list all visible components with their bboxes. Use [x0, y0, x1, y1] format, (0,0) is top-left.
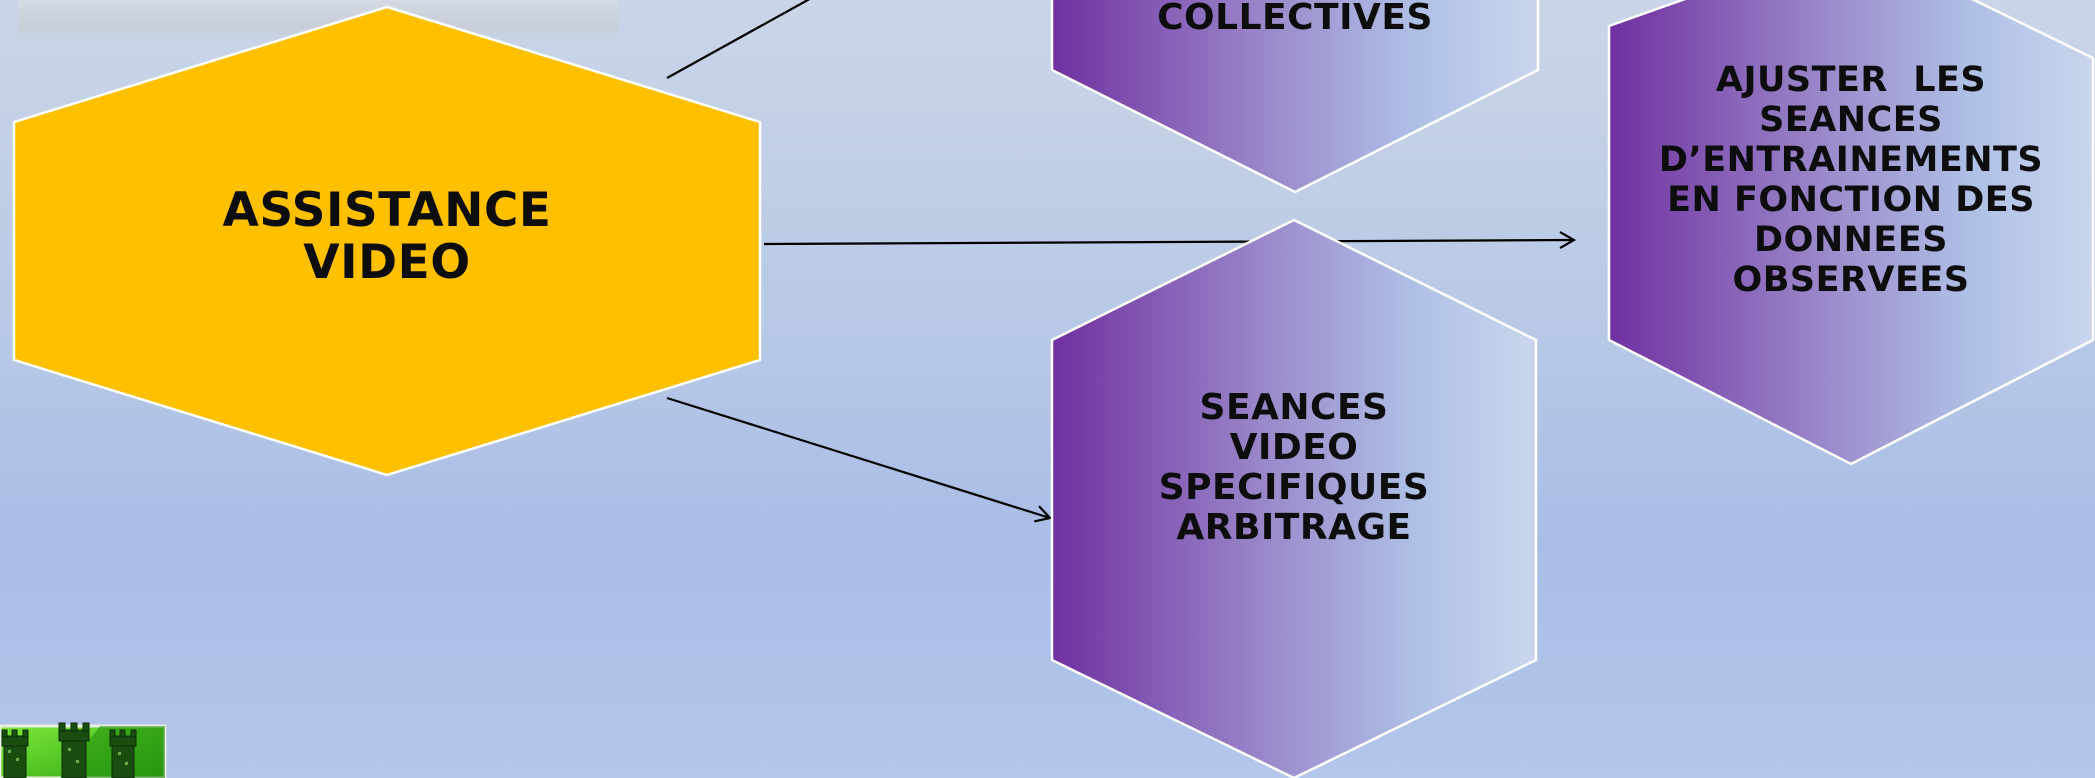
hex-text-line: VIDEO — [1229, 427, 1359, 468]
castle-towers-emblem-icon — [0, 722, 167, 778]
hex-text-line: OBSERVEES — [1732, 260, 1970, 300]
hexagon-seances-label: SEANCES VIDEO SPECIFIQUES ARBITRAGE — [1050, 388, 1538, 548]
hexagon-seances-video: SEANCES VIDEO SPECIFIQUES ARBITRAGE — [1050, 218, 1538, 778]
hexagon-ajuster-label: AJUSTER LES SEANCES D’ENTRAINEMENTS EN F… — [1607, 60, 2095, 300]
hex-text-line: COLLECTIVES — [1157, 0, 1433, 38]
hex-text-line: ASSISTANCE — [222, 183, 552, 238]
hexagon-collectives: COLLECTIVES — [1050, 0, 1540, 194]
hexagon-ajuster-seances: AJUSTER LES SEANCES D’ENTRAINEMENTS EN F… — [1607, 0, 2095, 466]
hex-text-line: SEANCES — [1199, 387, 1389, 428]
hexagon-assistance-video: ASSISTANCE VIDEO — [12, 5, 762, 477]
hex-text-line: VIDEO — [303, 235, 471, 290]
hex-text-line: DONNEES — [1754, 220, 1948, 260]
hex-text-line: D’ENTRAINEMENTS — [1658, 140, 2044, 180]
hexagon-assistance-label: ASSISTANCE VIDEO — [12, 185, 762, 289]
hex-text-line: SPECIFIQUES — [1158, 467, 1430, 508]
hex-text-line: EN FONCTION DES — [1667, 180, 2035, 220]
hex-text-line: SEANCES — [1759, 100, 1943, 140]
hexagon-collectives-label: COLLECTIVES — [1050, 0, 1540, 38]
hex-text-line: ARBITRAGE — [1176, 507, 1412, 548]
hex-text-line: AJUSTER LES — [1715, 60, 1987, 100]
